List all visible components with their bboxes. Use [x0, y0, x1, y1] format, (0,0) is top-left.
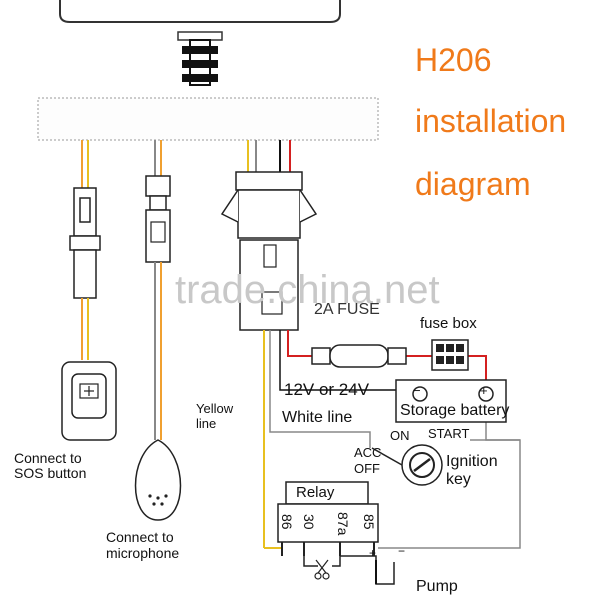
- sos-button: [61, 361, 117, 441]
- relay-pin-87a: 87a: [335, 512, 351, 536]
- ignition-label-line-1: Ignition: [446, 453, 498, 470]
- relay-pin-85: 85: [361, 514, 377, 530]
- battery-label: Storage battery: [400, 402, 510, 419]
- battery-minus-sign: −: [413, 383, 421, 398]
- yellow-line-label-2: line: [196, 416, 217, 431]
- diagram-title-line-2: installation: [415, 103, 567, 139]
- pump-label: Pump: [416, 578, 458, 595]
- ignition-key: [371, 444, 443, 486]
- diagram-title-line-1: H206: [415, 42, 492, 78]
- pump-circuit: [303, 555, 395, 585]
- voltage-label: 12V or 24V: [284, 380, 370, 399]
- microphone: [134, 439, 182, 521]
- diagram-title-line-3: diagram: [415, 166, 531, 202]
- pump-minus-sign: −: [398, 544, 406, 558]
- ignition-label-line-2: key: [446, 471, 471, 488]
- power-wires: [263, 330, 521, 549]
- microphone-cable: [145, 140, 171, 440]
- fuse: [311, 344, 407, 368]
- scissors-icon: [314, 559, 330, 580]
- battery-plus-sign: +: [480, 383, 488, 398]
- relay-pin-30: 30: [301, 514, 317, 530]
- ignition-acc-label: ACC: [354, 445, 382, 460]
- yellow-line-label-1: Yellow: [196, 401, 234, 416]
- ignition-off-label: OFF: [354, 461, 380, 476]
- pump-plus-sign: +: [369, 546, 377, 560]
- sos-label-line-2: SOS button: [14, 465, 87, 481]
- sos-label-line-1: Connect to: [14, 450, 82, 466]
- sos-cable: [69, 140, 101, 360]
- tracker-device: [59, 0, 341, 86]
- ignition-start-label: START: [428, 426, 470, 441]
- fuse-box: [431, 339, 469, 371]
- white-line-label: White line: [282, 409, 353, 426]
- storage-battery: [395, 379, 507, 423]
- mounting-strip: [37, 97, 379, 141]
- relay-label: Relay: [296, 484, 335, 501]
- fuse-label: 2A FUSE: [314, 301, 380, 318]
- power-connector: [220, 140, 318, 331]
- microphone-label-line-2: microphone: [106, 545, 180, 561]
- relay: [277, 481, 379, 556]
- watermark: trade.china.net: [175, 268, 440, 312]
- ignition-on-label: ON: [390, 428, 410, 443]
- relay-pin-86: 86: [279, 514, 295, 530]
- microphone-label-line-1: Connect to: [106, 529, 174, 545]
- fuse-box-label: fuse box: [420, 315, 477, 332]
